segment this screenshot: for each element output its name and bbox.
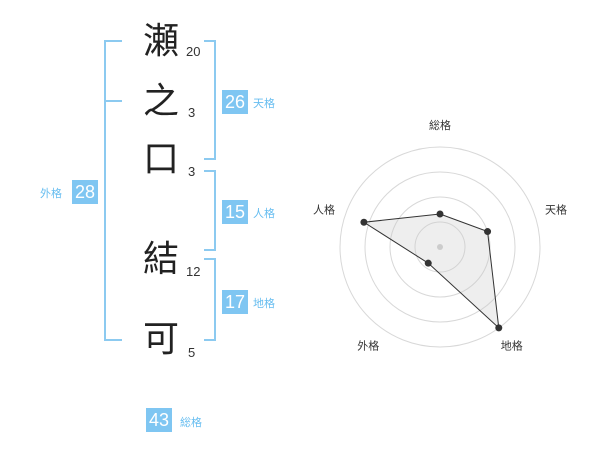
radar-axis-label-4: 外格 [357,339,379,353]
tenkaku-label: 天格 [253,97,275,110]
name-char-5: 可 [142,319,179,360]
gaikaku-label: 外格 [40,187,62,200]
radar-ring [389,196,491,298]
radar-center [437,244,443,250]
radar-ring [414,221,466,273]
radar-point-3 [495,324,503,332]
radar-point-5 [360,218,368,226]
name-char-3: 口 [142,139,179,180]
radar-axis-label-1: 総格 [429,118,451,132]
stroke-count-4: 12 [186,264,201,279]
gaikaku-value: 28 [72,180,98,204]
jinkaku-label: 人格 [253,207,275,220]
radar-point-1 [436,210,444,218]
stroke-count-2: 3 [188,105,196,120]
radar-ring [339,146,541,348]
soukaku-label: 総格 [180,416,202,429]
stroke-count-1: 20 [186,44,201,59]
name-char-1: 瀬 [142,21,179,62]
soukaku-value: 43 [146,408,172,432]
name-char-4: 結 [142,239,179,280]
jinkaku-value: 15 [222,200,248,224]
radar-axis-label-3: 地格 [501,339,523,353]
radar-ring [364,171,516,323]
radar-axis-label-2: 天格 [545,202,567,216]
radar-polygon [362,213,500,330]
chikaku-value: 17 [222,290,248,314]
radar-point-4 [424,259,432,267]
stroke-count-5: 5 [188,345,196,360]
tenkaku-value: 26 [222,90,248,114]
chikaku-label: 地格 [253,297,275,310]
stroke-count-3: 3 [188,164,196,179]
radar-point-2 [484,228,492,236]
radar-axis-label-5: 人格 [313,202,335,216]
name-char-2: 之 [142,81,179,122]
